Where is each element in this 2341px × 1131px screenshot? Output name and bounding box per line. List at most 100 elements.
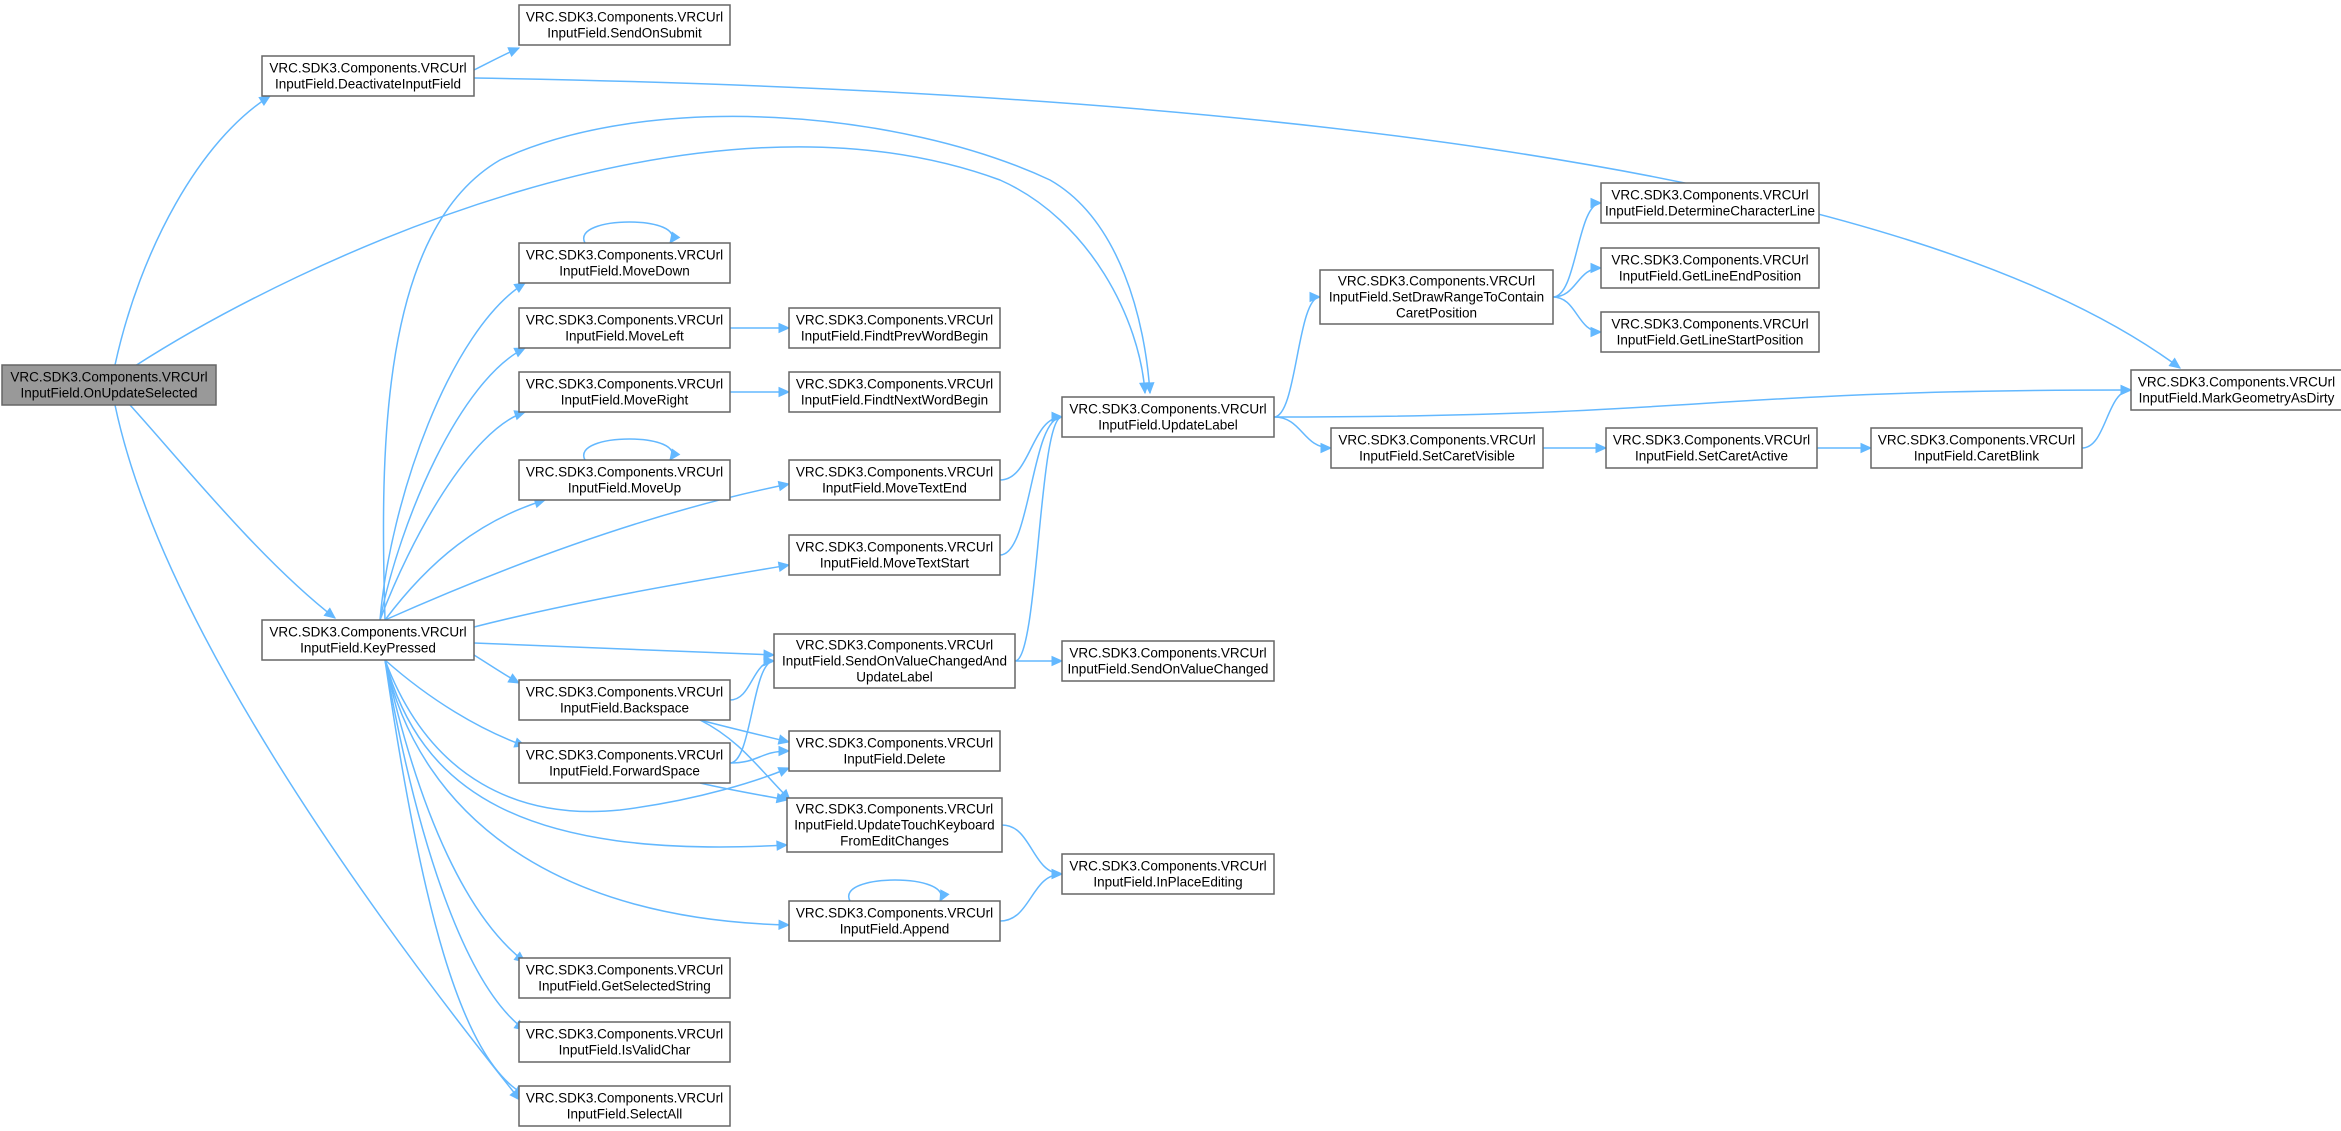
node-box[interactable] (1605, 427, 1818, 469)
node-getselectedstring[interactable]: VRC.SDK3.Components.VRCUrlInputField.Get… (518, 957, 731, 999)
node-markgeometryasdirty[interactable]: VRC.SDK3.Components.VRCUrlInputField.Mar… (2130, 369, 2341, 411)
node-box[interactable] (518, 957, 731, 999)
node-box[interactable] (518, 4, 731, 46)
node-movetextend[interactable]: VRC.SDK3.Components.VRCUrlInputField.Mov… (788, 459, 1001, 501)
node-box[interactable] (1600, 311, 1820, 353)
node-box[interactable] (518, 371, 731, 413)
edge-line (114, 404, 521, 1101)
node-determinecharacterline[interactable]: VRC.SDK3.Components.VRCUrlInputField.Det… (1600, 182, 1820, 224)
node-box[interactable] (788, 900, 1001, 942)
node-label-line: InputField.InPlaceEditing (1093, 875, 1242, 890)
edge-arrowhead (763, 649, 776, 660)
node-forwardspace[interactable]: VRC.SDK3.Components.VRCUrlInputField.For… (518, 742, 731, 784)
node-box[interactable] (788, 459, 1001, 501)
node-getlinestartposition[interactable]: VRC.SDK3.Components.VRCUrlInputField.Get… (1600, 311, 1820, 353)
node-label-line: InputField.CaretBlink (1914, 449, 2040, 464)
edge-arrowhead (777, 734, 791, 745)
node-box[interactable] (518, 307, 731, 349)
node-box[interactable] (1600, 182, 1820, 224)
node-backspace[interactable]: VRC.SDK3.Components.VRCUrlInputField.Bac… (518, 679, 731, 721)
node-moveright[interactable]: VRC.SDK3.Components.VRCUrlInputField.Mov… (518, 371, 731, 413)
node-box[interactable] (518, 242, 731, 284)
edge-arrowhead (669, 448, 681, 461)
node-delete[interactable]: VRC.SDK3.Components.VRCUrlInputField.Del… (788, 730, 1001, 772)
node-sendonsubmit[interactable]: VRC.SDK3.Components.VRCUrlInputField.Sen… (518, 4, 731, 46)
node-box[interactable] (1330, 427, 1544, 469)
node-box[interactable] (786, 797, 1003, 853)
edge-keypressed-to-delete (384, 659, 791, 813)
node-updatelabel[interactable]: VRC.SDK3.Components.VRCUrlInputField.Upd… (1061, 396, 1275, 438)
node-label-line: InputField.Append (840, 922, 950, 937)
node-box[interactable] (773, 633, 1016, 689)
node-onupdateselected[interactable]: VRC.SDK3.Components.VRCUrlInputField.OnU… (1, 364, 217, 406)
node-deactivateinputfield[interactable]: VRC.SDK3.Components.VRCUrlInputField.Dea… (261, 55, 475, 97)
node-findtnextwordbegin[interactable]: VRC.SDK3.Components.VRCUrlInputField.Fin… (788, 371, 1001, 413)
node-box[interactable] (261, 619, 475, 661)
node-append[interactable]: VRC.SDK3.Components.VRCUrlInputField.App… (788, 900, 1001, 942)
node-box[interactable] (1061, 640, 1275, 682)
node-box[interactable] (261, 55, 475, 97)
edge-deactivateinputfield-to-markgeometryasdirty (473, 77, 2181, 369)
edge-line (999, 416, 1063, 481)
node-setcaretactive[interactable]: VRC.SDK3.Components.VRCUrlInputField.Set… (1605, 427, 1818, 469)
edge-line (473, 77, 2181, 369)
node-findtprevwordbegin[interactable]: VRC.SDK3.Components.VRCUrlInputField.Fin… (788, 307, 1001, 349)
node-box[interactable] (788, 371, 1001, 413)
node-label-line: InputField.DeactivateInputField (275, 77, 461, 92)
edge-arrowhead (513, 282, 527, 294)
node-box[interactable] (518, 1021, 731, 1063)
edge-arrowhead (1051, 868, 1064, 880)
node-box[interactable] (1319, 269, 1554, 325)
edge-line (473, 642, 775, 656)
edge-line (384, 659, 788, 848)
node-label-line: InputField.DetermineCharacterLine (1605, 204, 1815, 219)
edge-line (384, 499, 546, 621)
node-box[interactable] (518, 459, 731, 501)
node-moveup[interactable]: VRC.SDK3.Components.VRCUrlInputField.Mov… (518, 459, 731, 501)
node-label-line: VRC.SDK3.Components.VRCUrl (526, 10, 723, 25)
node-label-line: VRC.SDK3.Components.VRCUrl (1878, 433, 2075, 448)
edge-line (1273, 296, 1321, 418)
edge-line (384, 659, 526, 1096)
node-movedown[interactable]: VRC.SDK3.Components.VRCUrlInputField.Mov… (518, 242, 731, 284)
node-isvalidchar[interactable]: VRC.SDK3.Components.VRCUrlInputField.IsV… (518, 1021, 731, 1063)
node-sendonvaluechangedandupdatelabel[interactable]: VRC.SDK3.Components.VRCUrlInputField.Sen… (773, 633, 1016, 689)
node-box[interactable] (1870, 427, 2083, 469)
edge-line (583, 438, 673, 461)
node-box[interactable] (788, 534, 1001, 576)
node-updatetouchkeyboard[interactable]: VRC.SDK3.Components.VRCUrlInputField.Upd… (786, 797, 1003, 853)
edge-sendonvaluechangedandupdatelabel-to-sendonvaluechanged (1015, 655, 1064, 667)
node-inplaceediting[interactable]: VRC.SDK3.Components.VRCUrlInputField.InP… (1061, 853, 1275, 895)
node-box[interactable] (1, 364, 217, 406)
node-movetextstart[interactable]: VRC.SDK3.Components.VRCUrlInputField.Mov… (788, 534, 1001, 576)
node-box[interactable] (1600, 247, 1820, 289)
node-box[interactable] (788, 730, 1001, 772)
edge-arrowhead (513, 347, 527, 358)
node-box[interactable] (518, 742, 731, 784)
node-label-line: InputField.OnUpdateSelected (20, 386, 197, 401)
edge-keypressed-to-movetextend (384, 480, 791, 621)
node-box[interactable] (1061, 853, 1275, 895)
node-caretblink[interactable]: VRC.SDK3.Components.VRCUrlInputField.Car… (1870, 427, 2083, 469)
node-label-line: VRC.SDK3.Components.VRCUrl (269, 625, 466, 640)
node-box[interactable] (2130, 369, 2341, 411)
node-box[interactable] (788, 307, 1001, 349)
node-setdrawrange[interactable]: VRC.SDK3.Components.VRCUrlInputField.Set… (1319, 269, 1554, 325)
node-getlineendposition[interactable]: VRC.SDK3.Components.VRCUrlInputField.Get… (1600, 247, 1820, 289)
node-box[interactable] (518, 679, 731, 721)
node-sendonvaluechanged[interactable]: VRC.SDK3.Components.VRCUrlInputField.Sen… (1061, 640, 1275, 682)
node-setcaretvisible[interactable]: VRC.SDK3.Components.VRCUrlInputField.Set… (1330, 427, 1544, 469)
edge-moveup-to-moveup (583, 438, 681, 461)
node-box[interactable] (1061, 396, 1275, 438)
edge-arrowhead (1309, 291, 1322, 303)
edge-updatelabel-to-setcaretvisible (1273, 416, 1333, 454)
node-keypressed[interactable]: VRC.SDK3.Components.VRCUrlInputField.Key… (261, 619, 475, 661)
edge-arrowhead (1144, 382, 1155, 395)
node-selectall[interactable]: VRC.SDK3.Components.VRCUrlInputField.Sel… (518, 1085, 731, 1127)
edge-line (999, 416, 1063, 556)
node-label-line: VRC.SDK3.Components.VRCUrl (1338, 433, 1535, 448)
node-box[interactable] (518, 1085, 731, 1127)
node-label-line: InputField.SetCaretActive (1635, 449, 1788, 464)
node-label-line: InputField.KeyPressed (300, 641, 436, 656)
node-moveleft[interactable]: VRC.SDK3.Components.VRCUrlInputField.Mov… (518, 307, 731, 349)
